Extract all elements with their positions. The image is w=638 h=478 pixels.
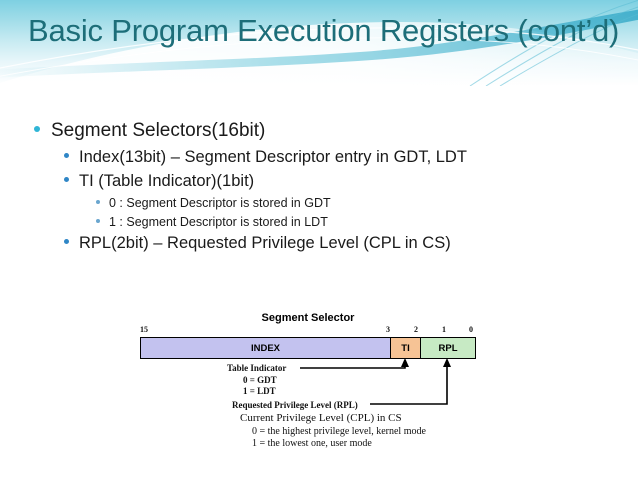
legend-rpl-title: Requested Privilege Level (RPL) — [232, 400, 358, 410]
bullet-list: Segment Selectors(16bit) Index(13bit) – … — [22, 118, 622, 256]
bullet-text: Segment Selectors(16bit) — [51, 120, 266, 141]
bullet-text: Index(13bit) – Segment Descriptor entry … — [79, 148, 467, 166]
bullet-dot-icon — [96, 219, 100, 223]
legend-cpl-line: Current Privilege Level (CPL) in CS — [240, 412, 402, 424]
field-index: INDEX — [141, 338, 391, 358]
bullet-dot-icon — [64, 239, 69, 244]
bullet-dot-icon — [64, 177, 69, 182]
bullet-item-level3: 0 : Segment Descriptor is stored in GDT — [22, 194, 622, 212]
bit-label-15: 15 — [140, 325, 148, 334]
segment-selector-diagram: Segment Selector 15 3 2 1 0 INDEX TI RPL… — [0, 300, 638, 460]
bullet-item-level2: RPL(2bit) – Requested Privilege Level (C… — [22, 232, 622, 254]
legend-table-indicator-1: 1 = LDT — [243, 386, 276, 396]
leader-lines-graphic — [300, 358, 451, 405]
bullet-dot-icon — [96, 200, 100, 204]
field-rpl: RPL — [421, 338, 475, 358]
bullet-item-level2: Index(13bit) – Segment Descriptor entry … — [22, 146, 622, 168]
bullet-item-level3: 1 : Segment Descriptor is stored in LDT — [22, 213, 622, 231]
bullet-item-level2: TI (Table Indicator)(1bit) — [22, 170, 622, 192]
segment-selector-bitfield-bar: INDEX TI RPL — [140, 337, 476, 359]
bullet-text: TI (Table Indicator)(1bit) — [79, 172, 255, 190]
legend-cpl-1: 1 = the lowest one, user mode — [252, 438, 372, 449]
bit-label-2: 2 — [414, 325, 418, 334]
swoosh-graphic-icon — [0, 0, 638, 86]
bullet-item-level1: Segment Selectors(16bit) — [22, 118, 622, 143]
bullet-dot-icon — [34, 126, 40, 132]
bullet-dot-icon — [64, 153, 69, 158]
slide-header-decoration — [0, 0, 638, 86]
slide-title: Basic Program Execution Registers (cont’… — [28, 13, 620, 48]
legend-cpl-0: 0 = the highest privilege level, kernel … — [252, 426, 426, 437]
bullet-text: RPL(2bit) – Requested Privilege Level (C… — [79, 234, 451, 252]
field-ti: TI — [391, 338, 421, 358]
diagram-title: Segment Selector — [261, 312, 355, 324]
bullet-text: 0 : Segment Descriptor is stored in GDT — [109, 196, 331, 210]
bit-label-3: 3 — [386, 325, 390, 334]
legend-table-indicator-0: 0 = GDT — [243, 375, 277, 385]
bullet-text: 1 : Segment Descriptor is stored in LDT — [109, 215, 328, 229]
legend-table-indicator-title: Table Indicator — [227, 363, 287, 373]
bit-label-1: 1 — [442, 325, 446, 334]
bit-label-0: 0 — [469, 325, 473, 334]
